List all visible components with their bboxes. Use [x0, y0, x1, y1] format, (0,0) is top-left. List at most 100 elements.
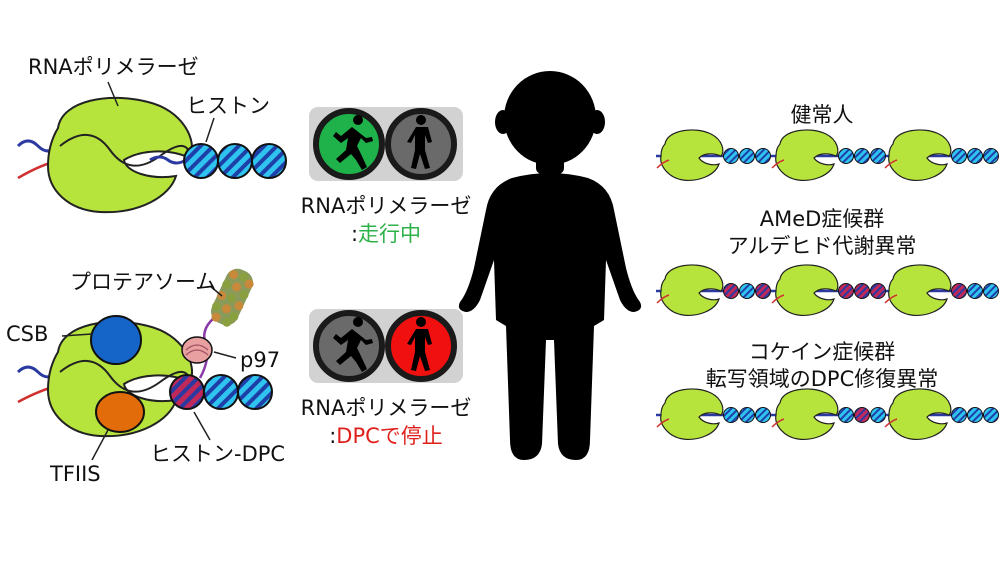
mini-histone-dpc [838, 283, 854, 299]
label-stopped-line1: RNAポリメラーゼ [300, 396, 472, 420]
polymerase-top-group [16, 81, 287, 214]
mini-histone [870, 407, 886, 423]
mini-histone [983, 283, 999, 299]
chromatin-row-cockayne [656, 388, 999, 440]
chromatin-row-amed [656, 264, 999, 316]
child-silhouette-icon [458, 71, 642, 460]
mini-histone [951, 148, 967, 164]
mini-histone-dpc [755, 283, 771, 299]
mini-histone [838, 407, 854, 423]
mini-histone [723, 407, 739, 423]
label-cockayne-line1: コケイン症候群 [748, 340, 896, 364]
traffic-light-stopped [309, 309, 463, 383]
p97-ring [185, 344, 209, 356]
label-cockayne-line2: 転写領域のDPC修復異常 [705, 367, 939, 391]
chromatin-row-healthy [656, 129, 999, 181]
mini-histone [967, 283, 983, 299]
histone-top-3 [251, 143, 287, 179]
rna-polymerase-top [46, 96, 193, 214]
mini-histone [755, 148, 771, 164]
mini-rna [771, 159, 785, 169]
mini-histone [967, 148, 983, 164]
label-histone: ヒストン [186, 94, 270, 118]
mini-histone [739, 407, 755, 423]
mini-histone-dpc [870, 283, 886, 299]
label-stopped-line2: :DPCで停止 [329, 424, 443, 448]
label-running-line2: :走行中 [351, 222, 421, 246]
label-healthy: 健常人 [790, 103, 854, 127]
leader-csb [61, 333, 93, 337]
mini-rna [771, 294, 785, 304]
label-running-colon: : [350, 222, 359, 246]
running-person-icon [333, 115, 373, 170]
csb-protein [90, 315, 142, 365]
mini-histone [854, 148, 870, 164]
label-tfiis: TFIIS [50, 462, 101, 486]
walking-person-icon [407, 317, 432, 371]
leader-polymerase-top [107, 81, 119, 107]
mini-polymerase [660, 388, 724, 440]
mini-histone [967, 407, 983, 423]
walking-person-icon-off [407, 115, 432, 169]
label-p97: p97 [240, 348, 281, 372]
mini-histone [983, 407, 999, 423]
mini-rna [656, 418, 670, 428]
leader-histone-dpc [193, 411, 211, 441]
leader-p97 [213, 351, 237, 359]
histone-top-2 [217, 143, 253, 179]
mini-polymerase [888, 264, 952, 316]
mini-histone-dpc [951, 283, 967, 299]
mini-polymerase [660, 129, 724, 181]
mini-polymerase [888, 129, 952, 181]
dna-exit-top [149, 155, 187, 165]
mini-polymerase [775, 129, 839, 181]
label-amed-line2: アルデヒド代謝異常 [727, 234, 917, 258]
mini-rna [884, 159, 898, 169]
label-stopped-status: DPCで停止 [336, 424, 443, 448]
mini-histone [723, 148, 739, 164]
leader-proteasome [209, 285, 223, 297]
mini-histone [951, 407, 967, 423]
leader-histone-top [205, 117, 215, 143]
mini-rna [771, 418, 785, 428]
histone-bottom-3 [237, 374, 273, 410]
polymerase-bottom-group [16, 268, 273, 461]
mini-histone [838, 148, 854, 164]
mini-rna [656, 159, 670, 169]
label-rna-polymerase-top: RNAポリメラーゼ [28, 55, 199, 79]
label-proteasome: プロテアソーム [70, 270, 217, 294]
tfiis-protein [95, 391, 145, 433]
leader-tfiis [91, 429, 109, 461]
mini-histone [983, 148, 999, 164]
histone-dpc [169, 374, 205, 410]
mini-polymerase [888, 388, 952, 440]
mini-histone [739, 148, 755, 164]
label-running-line1: RNAポリメラーゼ [300, 194, 472, 218]
running-person-icon-off [333, 317, 373, 372]
mini-histone-dpc [854, 283, 870, 299]
label-stopped-colon: : [329, 424, 337, 448]
label-csb: CSB [6, 322, 49, 346]
mini-polymerase [660, 264, 724, 316]
mini-histone-dpc [723, 283, 739, 299]
mini-rna [656, 294, 670, 304]
dna-inside-bottom [59, 359, 191, 393]
histone-bottom-2 [203, 374, 239, 410]
mini-rna [884, 294, 898, 304]
traffic-light-running [309, 107, 463, 181]
label-amed-line1: AMeD症候群 [759, 207, 885, 231]
mini-histone [870, 148, 886, 164]
mini-histone-dpc [854, 407, 870, 423]
mini-histone [755, 407, 771, 423]
mini-polymerase [775, 264, 839, 316]
histone-top-1 [183, 143, 219, 179]
mini-polymerase [775, 388, 839, 440]
label-running-status: 走行中 [358, 222, 422, 246]
mini-histone [739, 283, 755, 299]
label-histone-dpc: ヒストン-DPC [150, 442, 286, 466]
mini-rna [884, 418, 898, 428]
proteasome [211, 268, 254, 327]
dna-inside-top [59, 133, 191, 167]
